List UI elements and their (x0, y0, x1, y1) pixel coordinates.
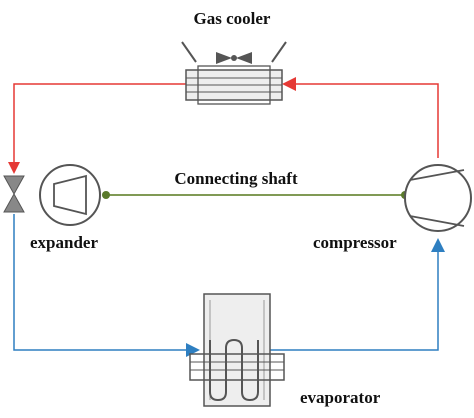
low-pressure-line-to-compressor (268, 246, 439, 351)
gas-cooler-label: Gas cooler (194, 9, 271, 28)
expander-icon (39, 164, 101, 226)
arrow-into-compressor (431, 238, 445, 252)
low-pressure-line (13, 214, 192, 351)
fan-icon (181, 41, 287, 64)
high-pressure-line-to-valve (13, 83, 186, 168)
arrow-into-valve (8, 162, 20, 174)
arrow-into-evaporator (186, 343, 200, 357)
evaporator-label: evaporator (300, 388, 381, 407)
high-pressure-line (290, 83, 439, 158)
shaft-node-expander (102, 191, 110, 199)
evaporator-coil-icon (189, 293, 285, 407)
expansion-valve-icon (3, 175, 25, 213)
compressor-label: compressor (313, 233, 397, 252)
connecting-shaft-label: Connecting shaft (174, 169, 298, 188)
compressor-icon (404, 164, 472, 232)
expander-label: expander (30, 233, 98, 252)
gas-cooler-with-fan-icon (181, 41, 287, 105)
arrow-into-gas-cooler (282, 77, 296, 91)
